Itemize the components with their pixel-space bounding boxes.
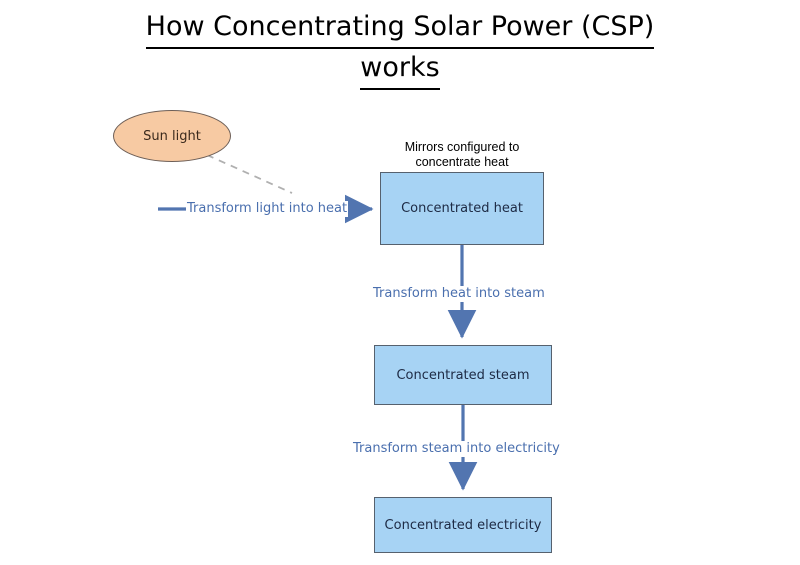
node-concentrated-steam-label: Concentrated steam xyxy=(396,367,530,383)
page-title: How Concentrating Solar Power (CSP) work… xyxy=(120,8,680,90)
caption-mirrors-line-2: concentrate heat xyxy=(415,155,509,169)
node-sun-light-label: Sun light xyxy=(143,128,201,144)
caption-mirrors-line-1: Mirrors configured to xyxy=(404,140,520,154)
caption-mirrors: Mirrors configured to concentrate heat xyxy=(370,140,554,170)
page-title-line-1: How Concentrating Solar Power (CSP) xyxy=(145,8,655,49)
edge-label-transform-heat-into-steam: Transform heat into steam xyxy=(372,286,546,302)
node-concentrated-steam[interactable]: Concentrated steam xyxy=(374,345,552,405)
node-concentrated-electricity[interactable]: Concentrated electricity xyxy=(374,497,552,553)
node-concentrated-heat[interactable]: Concentrated heat xyxy=(380,172,544,245)
edge-label-transform-steam-into-electricity: Transform steam into electricity xyxy=(352,441,561,457)
sunray-dashed-line xyxy=(206,154,293,194)
page-title-line-2: works xyxy=(360,49,440,90)
node-concentrated-electricity-label: Concentrated electricity xyxy=(384,517,542,533)
edge-label-transform-light-into-heat: Transform light into heat xyxy=(186,201,349,217)
node-sun-light[interactable]: Sun light xyxy=(113,110,231,162)
node-concentrated-heat-label: Concentrated heat xyxy=(401,201,523,216)
